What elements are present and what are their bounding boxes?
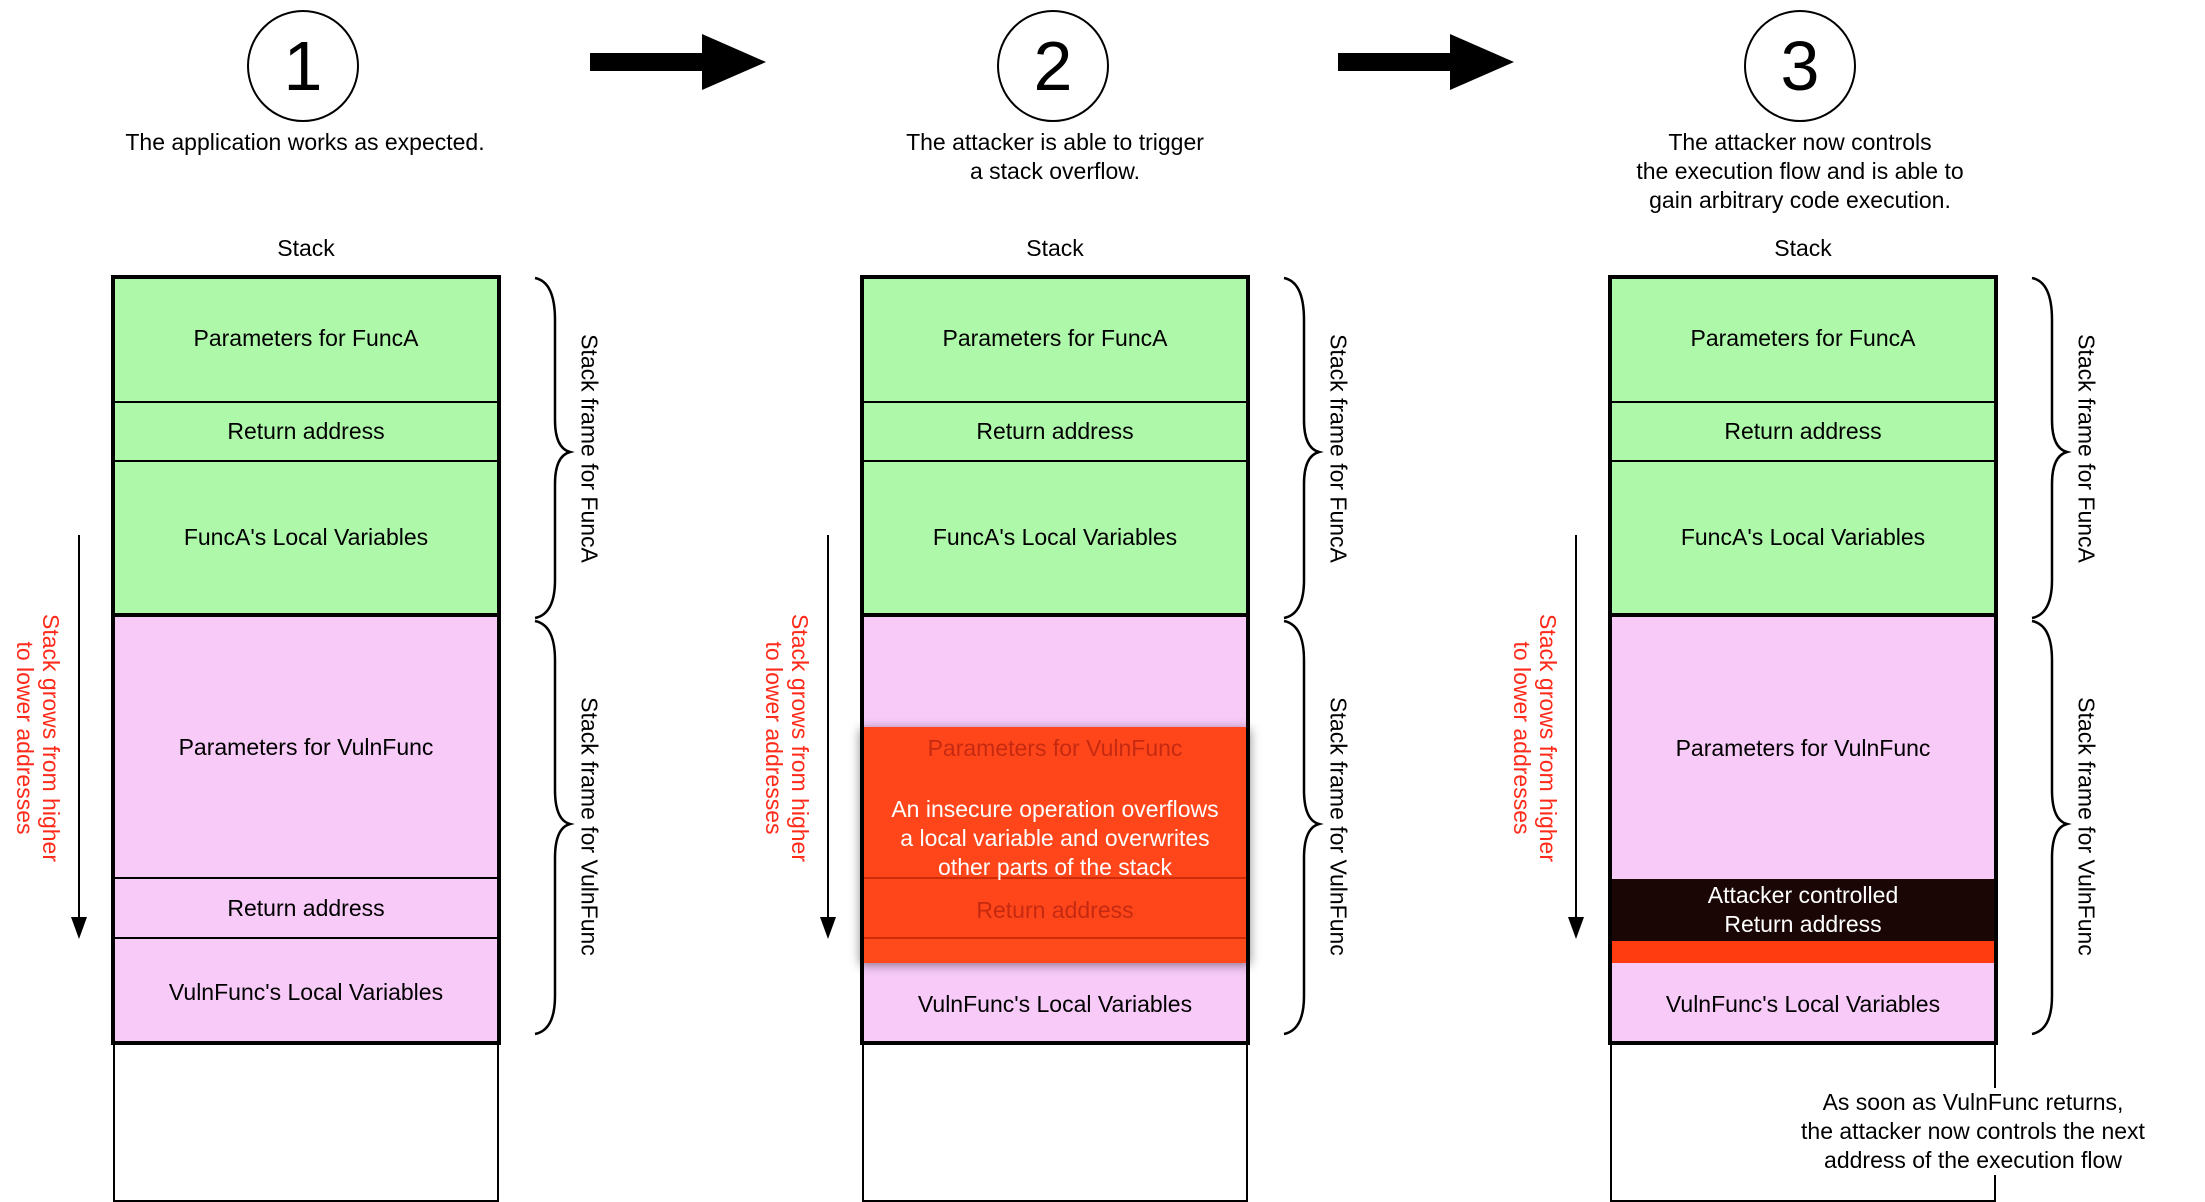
step-arrow-1-to-2 (590, 34, 766, 90)
overflow-region (860, 727, 1250, 963)
frame-label-funca-3: Stack frame for FuncA (2073, 334, 2100, 563)
cell-return-address-funca: Return address (1608, 403, 1998, 462)
step-2-circle: 2 (997, 10, 1109, 122)
overwritten-params-label: Parameters for VulnFunc (927, 735, 1183, 761)
frame-label-funca-1: Stack frame for FuncA (576, 334, 603, 563)
brace-funca-2 (1283, 276, 1324, 620)
growth-label-2: Stack grows from higher to lower address… (761, 614, 813, 862)
cell-return-address-funca: Return address (860, 403, 1250, 462)
step-1-caption: The application works as expected. (125, 129, 485, 155)
cell-return-address-vulnfunc: Return address (111, 879, 501, 939)
cell-return-address-funca: Return address (111, 403, 501, 462)
stack-2: Parameters for FuncA Return address Func… (860, 275, 1250, 1202)
attacker-controlled-return-address: Attacker controlled Return address (1608, 879, 1998, 941)
step-arrow-2-to-3 (1338, 34, 1514, 90)
step-1-number: 1 (283, 27, 323, 105)
step-3-circle: 3 (1744, 10, 1856, 122)
growth-label-3: Stack grows from higher to lower address… (1509, 614, 1561, 862)
brace-funca-3 (2031, 276, 2072, 620)
growth-label-1: Stack grows from higher to lower address… (12, 614, 64, 862)
cell-params-vulnfunc: Parameters for VulnFunc (1608, 617, 1998, 879)
cell-vulnfunc-locals: VulnFunc's Local Variables (1608, 963, 1998, 1045)
step-2-number: 2 (1033, 27, 1073, 105)
cell-params-funca: Parameters for FuncA (860, 275, 1250, 403)
step-2-caption: The attacker is able to trigger a stack … (906, 129, 1204, 184)
cell-vulnfunc-locals: VulnFunc's Local Variables (860, 963, 1250, 1045)
growth-arrow-2 (820, 535, 836, 939)
growth-arrow-1 (71, 535, 87, 939)
step-3-caption: The attacker now controls the execution … (1636, 129, 1964, 213)
cell-funca-locals: FuncA's Local Variables (111, 462, 501, 617)
stack-1-free-space (113, 1045, 499, 1202)
brace-funca-1 (534, 276, 575, 620)
overflow-message: An insecure operation overflows a local … (891, 796, 1219, 880)
final-note: As soon as VulnFunc returns, the attacke… (1748, 1088, 2198, 1175)
overflow-remnant (1608, 941, 1998, 963)
cell-funca-locals: FuncA's Local Variables (860, 462, 1250, 617)
brace-vulnfunc-2 (1283, 619, 1324, 1036)
cell-params-funca: Parameters for FuncA (111, 275, 501, 403)
stack-1: Parameters for FuncA Return address Func… (111, 275, 501, 1202)
cell-params-vulnfunc: Parameters for VulnFunc (111, 617, 501, 879)
cell-funca-locals: FuncA's Local Variables (1608, 462, 1998, 617)
stack-3: Parameters for FuncA Return address Func… (1608, 275, 1998, 1202)
step-1-circle: 1 (247, 10, 359, 122)
brace-vulnfunc-1 (534, 619, 575, 1036)
stack-3-title: Stack (1774, 235, 1832, 261)
frame-label-vulnfunc-1: Stack frame for VulnFunc (576, 697, 603, 956)
step-3-number: 3 (1780, 27, 1820, 105)
frame-label-funca-2: Stack frame for FuncA (1325, 334, 1352, 563)
stack-2-free-space (862, 1045, 1248, 1202)
cell-params-funca: Parameters for FuncA (1608, 275, 1998, 403)
frame-label-vulnfunc-2: Stack frame for VulnFunc (1325, 697, 1352, 956)
overwritten-return-label: Return address (976, 897, 1134, 923)
cell-vulnfunc-locals: VulnFunc's Local Variables (111, 939, 501, 1045)
stack-2-title: Stack (1026, 235, 1084, 261)
frame-label-vulnfunc-3: Stack frame for VulnFunc (2073, 697, 2100, 956)
stack-1-title: Stack (277, 235, 335, 261)
growth-arrow-3 (1568, 535, 1584, 939)
brace-vulnfunc-3 (2031, 619, 2072, 1036)
